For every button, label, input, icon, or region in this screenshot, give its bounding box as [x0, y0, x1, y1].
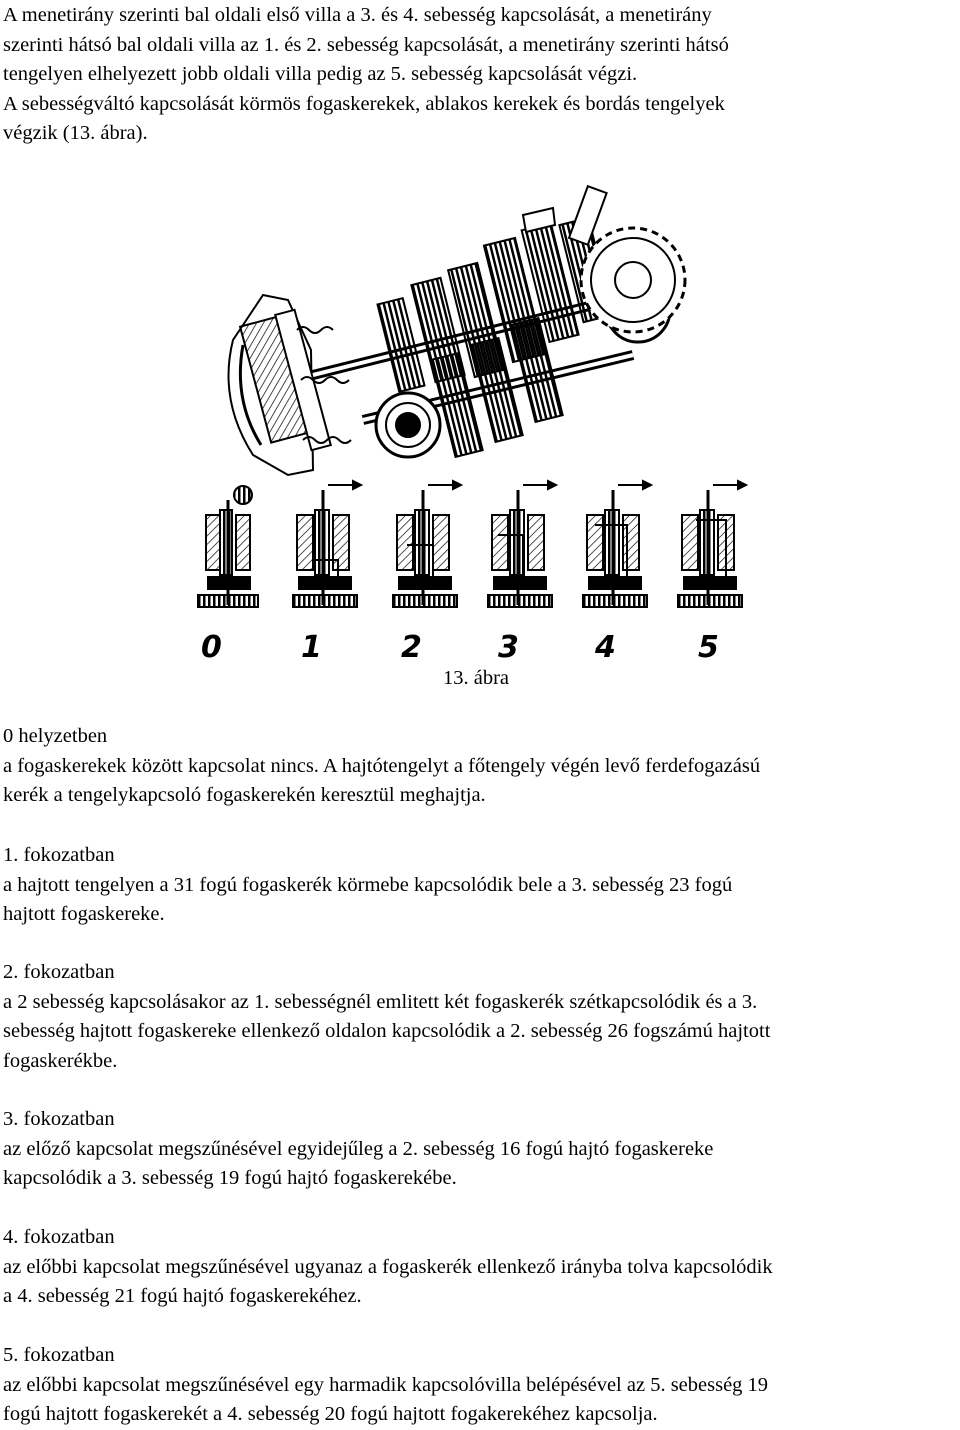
intro-line: A menetirány szerinti bal oldali első vi… [3, 4, 712, 26]
section-line: az előbbi kapcsolat megszűnésével ugyana… [3, 1255, 773, 1278]
intro-line: tengelyen elhelyezett jobb oldali villa … [3, 63, 638, 85]
section-heading: 1. fokozatban [3, 844, 115, 866]
intro-paragraph: A menetirány szerinti bal oldali első vi… [3, 1, 958, 149]
section-line: az előző kapcsolat megszűnésével egyidej… [3, 1137, 714, 1160]
section-line: kapcsolódik a 3. sebesség 19 fogú hajtó … [3, 1167, 457, 1189]
position-diagram-5 [677, 479, 749, 608]
section-line: a fogaskerekek között kapcsolat nincs. A… [3, 754, 761, 777]
section-line: fogú hajtott fogaskerekét a 4. sebesség … [3, 1403, 658, 1425]
section-line: a hajtott tengelyen a 31 fogú fogaskerék… [3, 873, 733, 896]
gearbox-figure: 0 1 2 3 4 5 [193, 170, 753, 665]
section-line: kerék a tengelykapcsoló fogaskerekén ker… [3, 784, 486, 806]
position-diagram-2 [392, 479, 464, 608]
clutch-springs [296, 326, 352, 444]
intro-line: szerinti hátsó bal oldali villa az 1. és… [3, 33, 729, 56]
section-line: a 2 sebesség kapcsolásakor az 1. sebessé… [3, 990, 758, 1013]
position-diagram-0 [197, 485, 259, 608]
section-gear-5: 5. fokozatban az előbbi kapcsolat megszű… [3, 1341, 958, 1430]
section-line: fogaskerékbe. [3, 1049, 118, 1072]
position-label: 0 [201, 630, 222, 665]
position-diagram-4 [582, 479, 654, 608]
gear-position-diagrams [197, 479, 749, 608]
section-line: hajtott fogaskereke. [3, 903, 165, 925]
intro-line: végzik (13. ábra). [3, 122, 148, 144]
position-label: 3 [498, 630, 519, 665]
section-gear-2: 2. fokozatban a 2 sebesség kapcsolásakor… [3, 958, 958, 1076]
gearbox-cutaway-drawing [227, 184, 687, 477]
gear-stack [376, 216, 614, 459]
position-label: 4 [594, 630, 616, 665]
section-heading: 4. fokozatban [3, 1226, 115, 1248]
section-line: sebesség hajtott fogaskereke ellenkező o… [3, 1020, 771, 1042]
section-line: a 4. sebesség 21 fogú hajtó fogaskerekéh… [3, 1285, 362, 1307]
sprocket [579, 226, 687, 334]
section-heading: 3. fokozatban [3, 1108, 115, 1130]
figure-caption: 13. ábra [443, 667, 510, 689]
section-line: az előbbi kapcsolat megszűnésével egy ha… [3, 1373, 769, 1396]
position-label: 2 [401, 630, 422, 665]
position-label: 5 [698, 630, 719, 665]
section-heading: 5. fokozatban [3, 1344, 115, 1366]
position-diagram-3 [487, 479, 559, 608]
position-diagram-1 [292, 479, 364, 608]
position-label: 1 [301, 630, 322, 665]
section-gear-4: 4. fokozatban az előbbi kapcsolat megszű… [3, 1223, 958, 1312]
section-heading: 2. fokozatban [3, 961, 115, 983]
gearbox-illustration: 0 1 2 3 4 5 [197, 184, 749, 665]
section-gear-1: 1. fokozatban a hajtott tengelyen a 31 f… [3, 841, 958, 930]
intro-line: A sebességváltó kapcsolását körmös fogas… [3, 92, 725, 115]
section-position-0: 0 helyzetben a fogaskerekek között kapcs… [3, 722, 958, 811]
section-heading: 0 helyzetben [3, 725, 108, 747]
section-gear-3: 3. fokozatban az előző kapcsolat megszűn… [3, 1105, 958, 1194]
